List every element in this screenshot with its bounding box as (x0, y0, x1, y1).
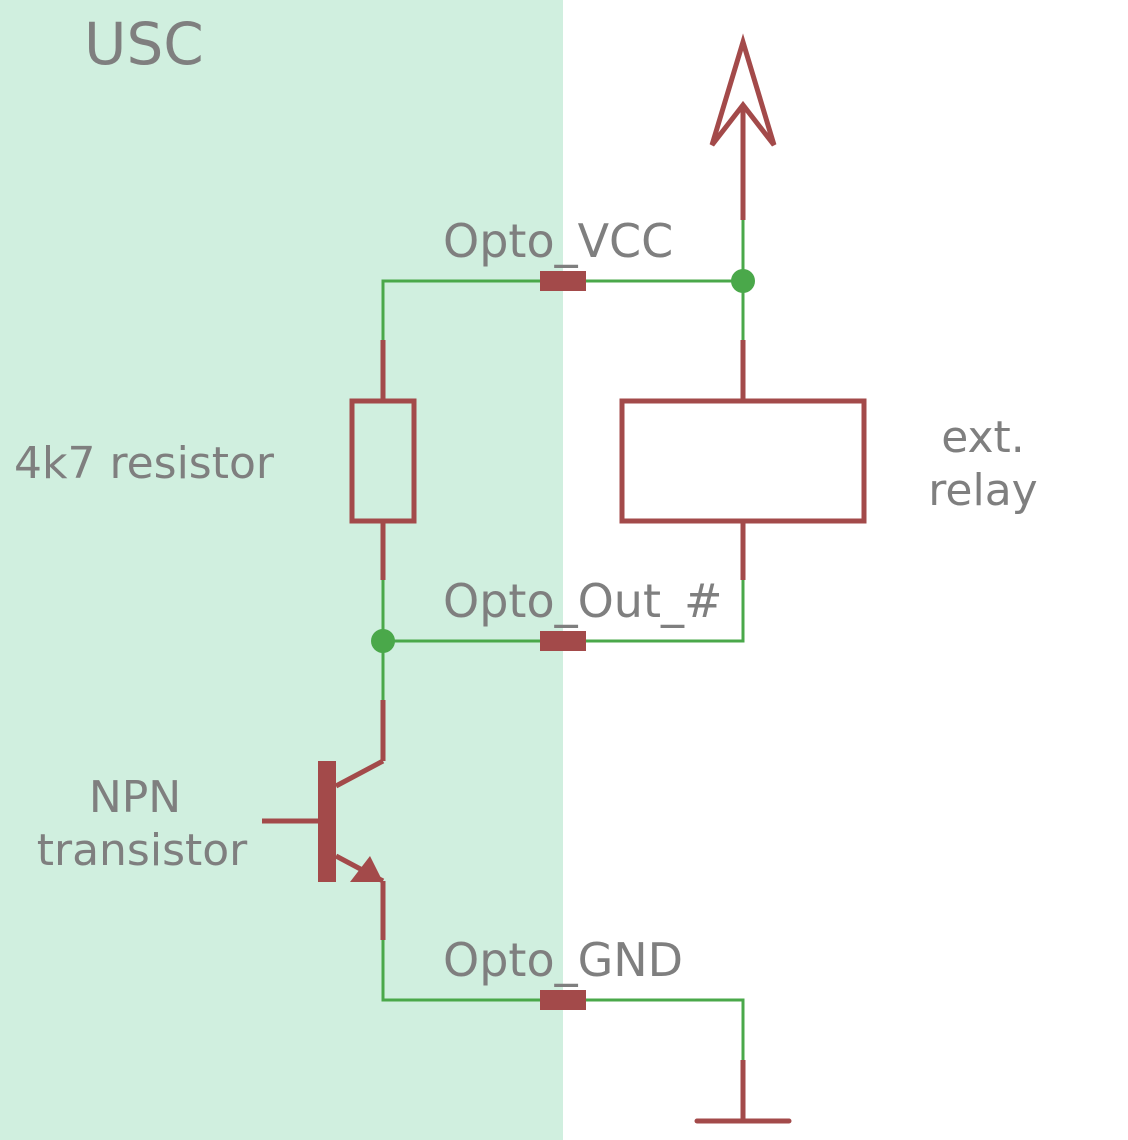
resistor-label: 4k7 resistor (14, 438, 275, 489)
wire-gnd-left (381, 940, 540, 1002)
relay-coil-symbol (619, 398, 867, 524)
relay-label-line2: relay (928, 465, 1037, 516)
junction-out (371, 629, 395, 653)
wire-vcc-left (381, 279, 540, 340)
pin-pad-vcc (540, 271, 586, 291)
transistor-label-line1: NPN (89, 772, 181, 823)
usc-label: USC (84, 10, 204, 78)
pin-pad-out (540, 631, 586, 651)
transistor-emitter-arrow-icon (350, 856, 383, 882)
pin-label-gnd: Opto_GND (443, 933, 683, 987)
transistor-collector (334, 758, 385, 789)
transistor-label-line2: transistor (37, 825, 248, 876)
wire-out-right (586, 580, 745, 643)
pin-pad-gnd (540, 990, 586, 1010)
relay-label-line1: ext. (941, 412, 1025, 463)
junction-vcc (731, 269, 755, 293)
wire-gnd-right (586, 998, 745, 1060)
transistor-base-bar (318, 761, 336, 882)
pin-label-out: Opto_Out_# (443, 574, 723, 628)
supply-arrow-icon (709, 33, 777, 220)
pin-label-vcc: Opto_VCC (443, 214, 673, 268)
usc-region (0, 0, 563, 1140)
components (262, 33, 867, 1124)
